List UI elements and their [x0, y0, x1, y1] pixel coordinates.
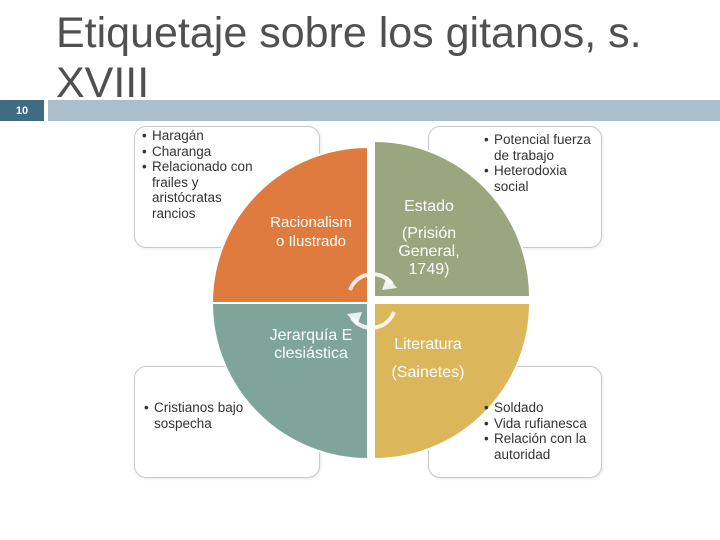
list-item: Vida rufianesca	[484, 416, 598, 432]
box-top-left-list: Haragán Charanga Relacionado con frailes…	[142, 128, 268, 221]
slide-number: 10	[0, 100, 44, 121]
quadrant-top-right-title: Estado	[404, 198, 454, 215]
slide-title: Etiquetaje sobre los gitanos, s. XVIII	[56, 9, 642, 107]
list-item: Potencial fuerza de trabajo	[484, 132, 592, 163]
list-item: Soldado	[484, 400, 598, 416]
quadrant-bottom-right-subtitle: (Sainetes)	[391, 364, 465, 381]
box-top-right-list: Potencial fuerza de trabajo Heterodoxia …	[484, 132, 592, 194]
quadrant-top-left-label: Racionalismo Ilustrado	[270, 214, 352, 250]
list-item: Relación con la autoridad	[484, 431, 598, 462]
quadrant-bottom-left-label: Jerarquía Eclesiástica	[269, 327, 353, 362]
list-item: Charanga	[142, 144, 268, 160]
box-bottom-left-list: Cristianos bajo sospecha	[144, 400, 256, 431]
quadrant-top-right-subtitle: (Prisión General, 1749)	[398, 225, 460, 278]
quadrant-bottom-right-title: Literatura	[394, 336, 462, 353]
quadrant-bottom-right-label: Literatura (Sainetes)	[380, 336, 476, 382]
list-item: Relacionado con frailes y aristócratas r…	[142, 159, 268, 221]
title-accent-bar	[48, 100, 720, 121]
quadrant-bottom-left	[210, 302, 369, 461]
box-bottom-right-list: Soldado Vida rufianesca Relación con la …	[484, 400, 598, 462]
quadrant-top-right-label: Estado (Prisión General, 1749)	[384, 198, 474, 279]
list-item: Cristianos bajo sospecha	[144, 400, 256, 431]
list-item: Heterodoxia social	[484, 163, 592, 194]
list-item: Haragán	[142, 128, 268, 144]
